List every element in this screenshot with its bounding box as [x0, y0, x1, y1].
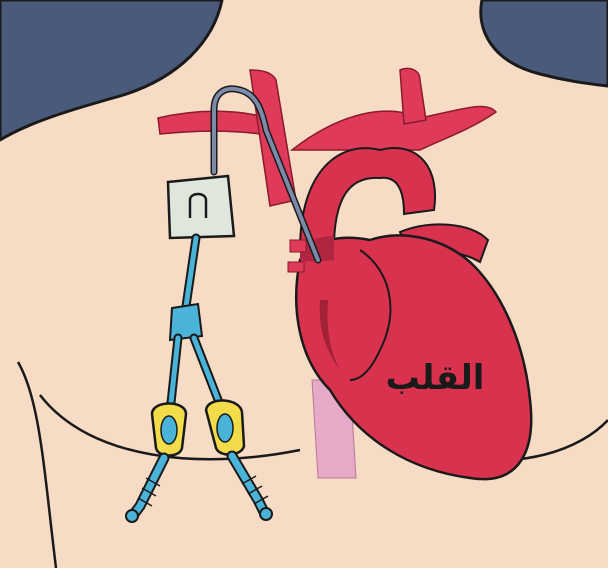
securement-pad [168, 176, 234, 238]
bifurcation-hub [170, 304, 202, 340]
left-clamp [152, 404, 186, 456]
vessel-stub-2 [288, 262, 304, 272]
right-end-cap [260, 508, 272, 520]
left-end-cap [126, 510, 138, 522]
vessel-stub-1 [290, 240, 306, 252]
heart-label: القلب [360, 352, 510, 404]
